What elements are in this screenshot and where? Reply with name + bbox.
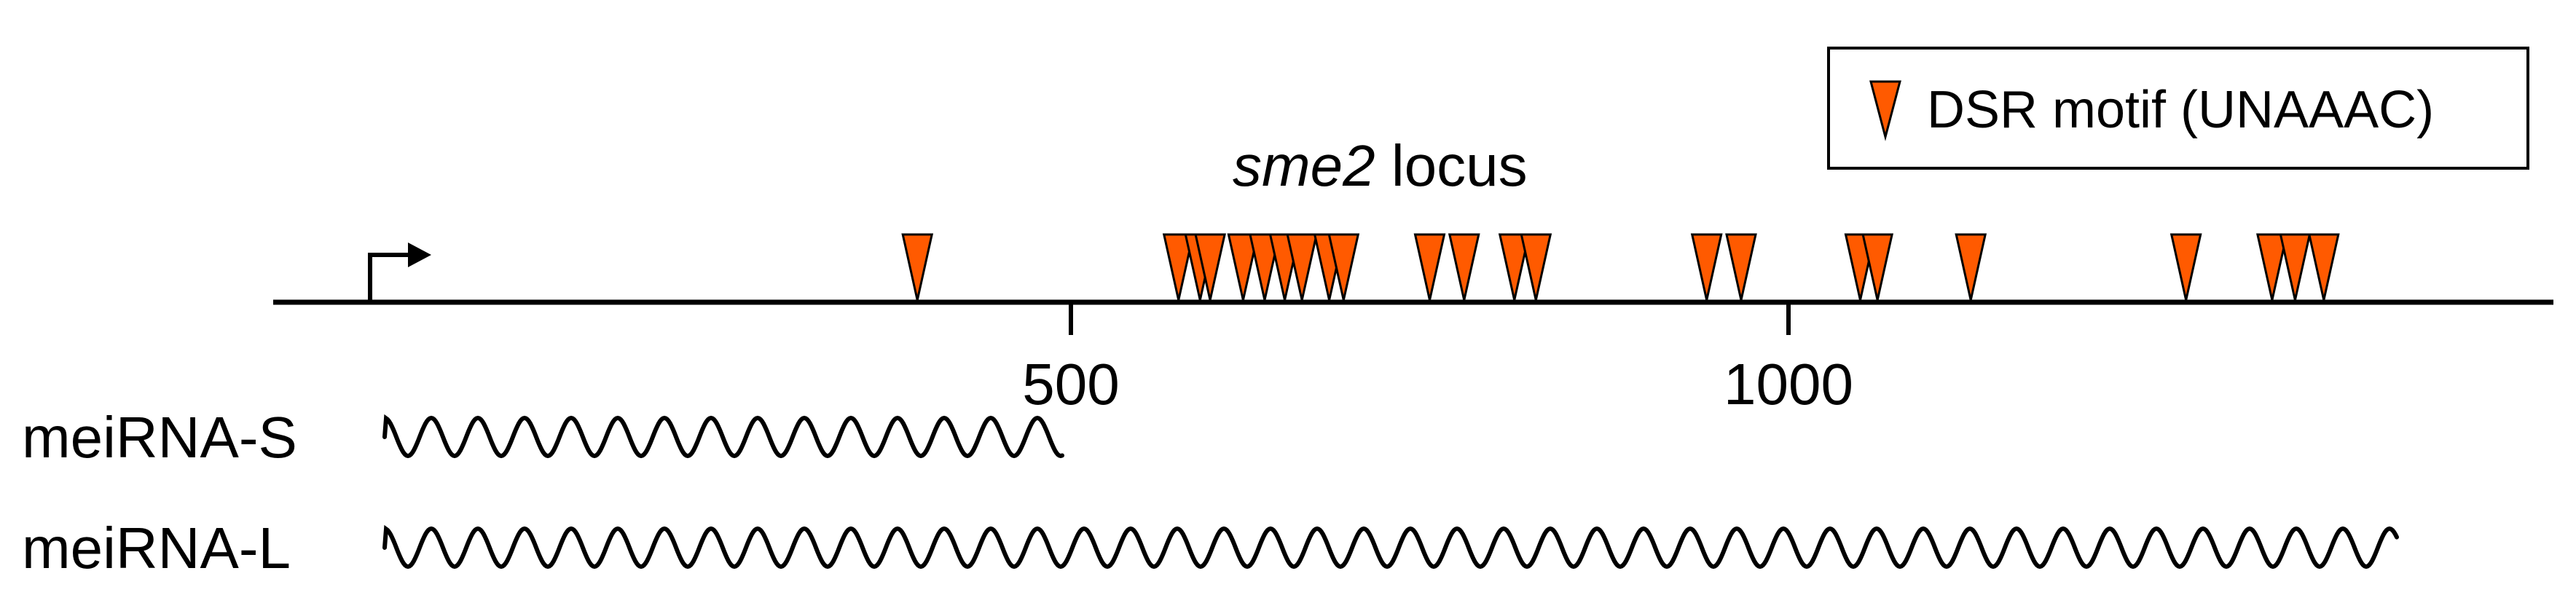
dsr-motif-markers <box>901 233 2340 301</box>
transcript-wave <box>382 414 1064 459</box>
dsr-motif-marker <box>1448 233 1480 301</box>
dsr-motif-marker <box>2279 233 2312 301</box>
dsr-motif-marker <box>1327 233 1360 301</box>
title-suffix: locus <box>1375 133 1528 198</box>
dsr-motif-marker <box>2307 233 2340 301</box>
dsr-motif-marker <box>1194 233 1226 301</box>
transcripts: meiRNA-S meiRNA-L <box>22 405 2399 580</box>
dsr-motif-marker <box>1162 233 1195 301</box>
axis-tick-label: 500 <box>1022 352 1119 417</box>
gene-name: sme2 <box>1233 133 1375 198</box>
dsr-motif-marker <box>901 233 934 301</box>
legend-label: DSR motif (UNAAAC) <box>1927 81 2434 139</box>
transcript-wave <box>382 524 2399 569</box>
locus-title: sme2 locus <box>1233 133 1528 198</box>
dsr-motif-marker <box>1861 233 1894 301</box>
axis-tick-label: 1000 <box>1724 352 1853 417</box>
axis-ticks: 500 1000 <box>1022 302 1853 417</box>
transcript-label: meiRNA-L <box>22 516 291 580</box>
dsr-motif-marker <box>2256 233 2288 301</box>
legend-box <box>1827 47 2529 170</box>
dsr-motif-marker <box>1286 233 1319 301</box>
legend-motif-marker <box>1869 80 1901 141</box>
dsr-motif-marker <box>1520 233 1552 301</box>
dsr-motif-marker <box>2169 233 2202 301</box>
tss-arrow-icon <box>368 243 431 302</box>
dsr-motif-marker <box>1413 233 1446 301</box>
dsr-motif-marker <box>1227 233 1260 301</box>
dsr-motif-marker <box>1725 233 1757 301</box>
legend: DSR motif (UNAAAC) <box>1827 47 2529 170</box>
dsr-motif-marker <box>1498 233 1531 301</box>
transcript-label: meiRNA-S <box>22 405 297 470</box>
dsr-motif-marker <box>1690 233 1723 301</box>
dsr-motif-marker <box>1249 233 1281 301</box>
dsr-motif-marker <box>1955 233 1987 301</box>
